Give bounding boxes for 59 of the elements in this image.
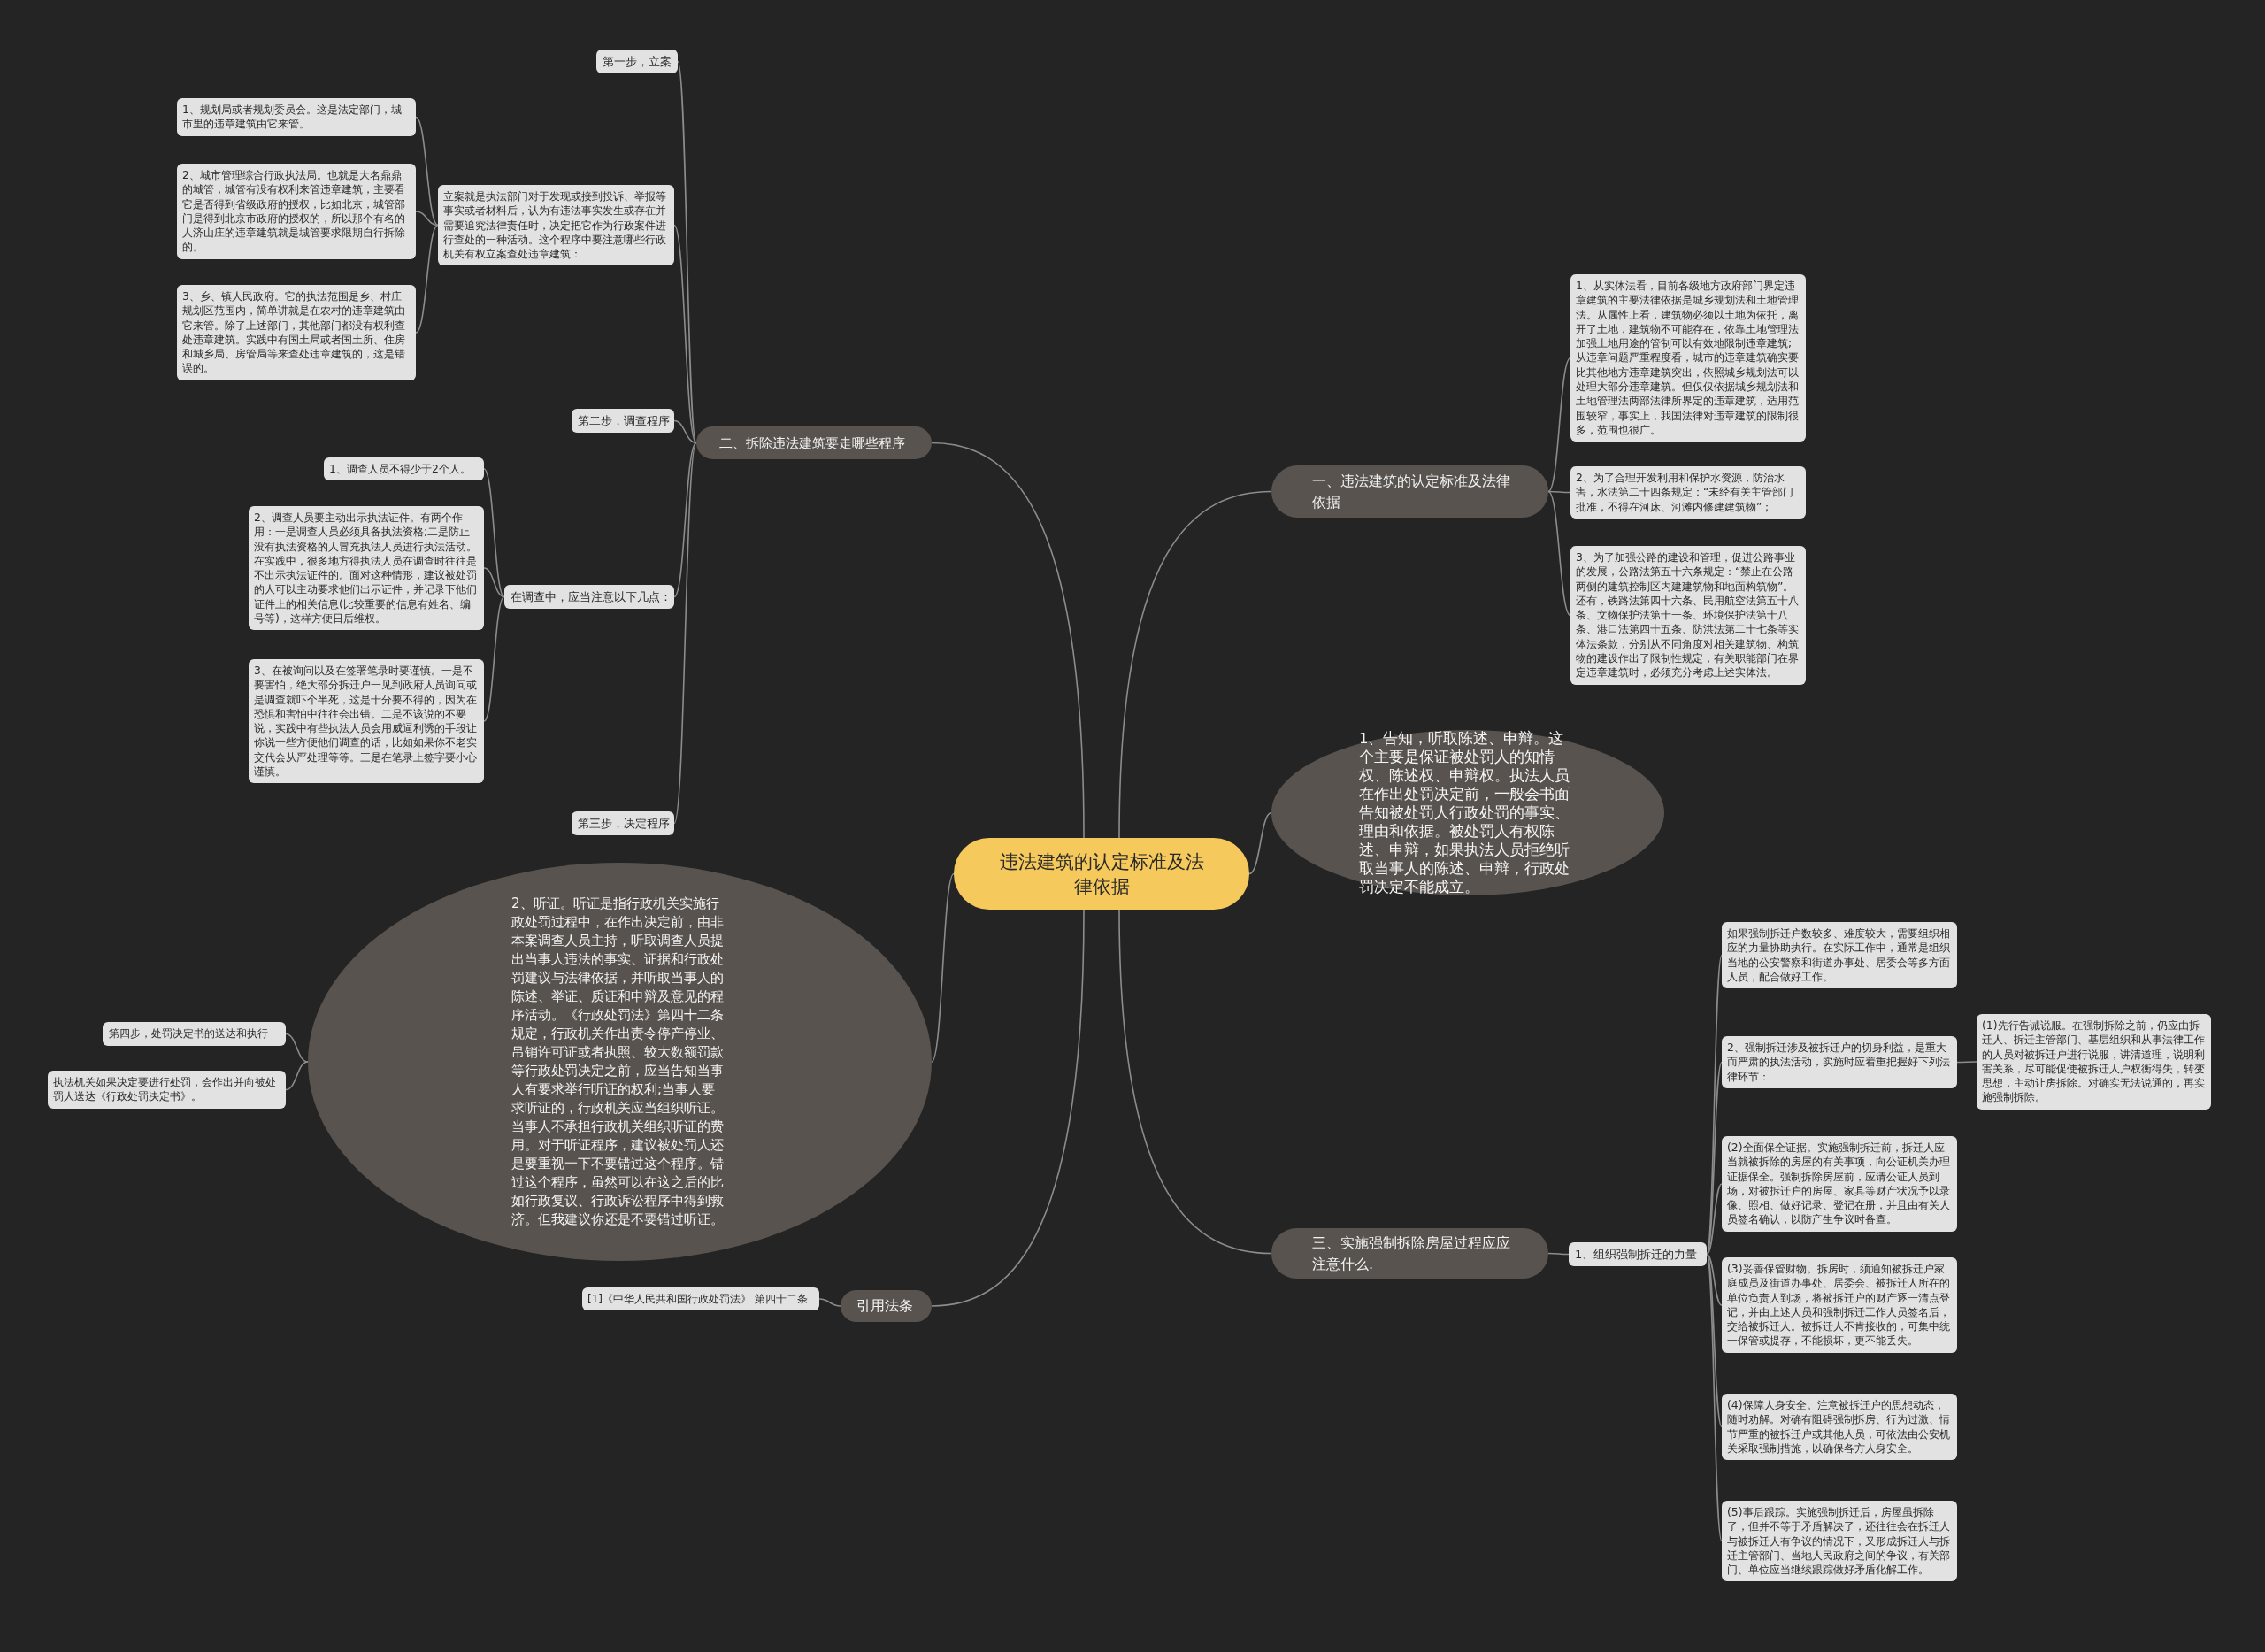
note-box: [1]《中华人民共和国行政处罚法》 第四十二条 — [582, 1287, 819, 1311]
connector-line — [1547, 490, 1571, 617]
step-label-box: 第三步，决定程序 — [572, 811, 674, 835]
note-box: 2、城市管理综合行政执法局。也就是大名鼎鼎的城管，城管有没有权利来管违章建筑，主要看它是否得到省级政府的授权，比如北京，城管部门是得到北京市政府的授权的，所以那个有名的人济山庄的违章建筑就是城管要求限期自行拆除的。 — [177, 164, 416, 259]
note-box: (4)保障人身安全。注意被拆迁户的思想动态，随时劝解。对确有阻碍强制拆房、行为过激、情节严重的被拆迁户或其他人员，可依法由公安机关采取强制措施，以确保各方人身安全。 — [1722, 1394, 1957, 1461]
connector-line — [673, 224, 697, 444]
connector-line — [483, 468, 505, 598]
note-box: 3、乡、镇人民政府。它的执法范围是乡、村庄规划区范围内，简单讲就是在农村的违章建筑由它来管。除了上述部门，其他部门都没有权利查处违章建筑。实践中有国土局或者国土所、住房和城乡局、房管局等来查处违章建筑的，这是错误的。 — [177, 285, 416, 380]
note-box: 3、为了加强公路的建设和管理，促进公路事业的发展，公路法第五十六条规定：“禁止在公路两侧的建筑控制区内建建筑物和地面构筑物”。还有，铁路法第四十六条、民用航空法第五十八条、文物保护法第十一条、环境保护法第十八条、港口法第四十五条、防洪法第二十七条等实体法条款，分别从不同角度对相关建筑物、构筑物的建设作出了限制性规定，有关职能部门在界定违章建筑时，必须充分考虑上述实体法。 — [1570, 546, 1806, 685]
branch-topic-pill: 引用法条 — [841, 1290, 932, 1322]
branch-topic-pill: 三、实施强制拆除房屋过程应应注意什么. — [1271, 1228, 1548, 1279]
connector-line — [483, 567, 505, 598]
connector-line — [1547, 490, 1571, 494]
branch-topic-pill: 一、违法建筑的认定标准及法律依据 — [1271, 465, 1548, 518]
topic-ellipse: 1、告知，听取陈述、申辩。这个主要是保证被处罚人的知情权、陈述权、申辩权。执法人员在作出处罚决定前，一般会书面告知被处罚人行政处罚的事实、理由和依据。被处罚人有权陈述、申辩，如果执法人员拒绝听取当事人的陈述、申辩，行政处罚决定不能成立。 — [1271, 730, 1664, 895]
note-box: 2、强制拆迁涉及被拆迁户的切身利益，是重大而严肃的执法活动，实施时应着重把握好下列法律环节： — [1722, 1036, 1957, 1088]
connector-line — [483, 595, 505, 722]
topic-ellipse: 2、听证。听证是指行政机关实施行政处罚过程中，在作出决定前，由非本案调查人员主持，听取调查人员提出当事人违法的事实、证据和行政处罚建议与法律依据，并听取当事人的陈述、举证、质证和申辩及意见的程序活动。《行政处罚法》第四十二条规定，行政机关作出责令停产停业、吊销许可证或者执照、较大数额罚款等行政处罚决定之前，应当告知当事人有要求举行听证的权利;当事人要求听证的，行政机关应当组织听证。当事人不承担行政机关组织听证的费用。对于听证程序，建议被处罚人还是要重视一下不要错过这个程序。错过这个程序，虽然可以在这之后的比如行政复议、行政诉讼程序中得到救济。但我建议你还是不要错过听证。 — [308, 863, 932, 1261]
note-box: 1、规划局或者规划委员会。这是法定部门，城市里的违章建筑由它来管。 — [177, 98, 416, 136]
connector-line — [931, 442, 1085, 839]
connector-line — [818, 1298, 841, 1307]
note-box: 2、调查人员要主动出示执法证件。有两个作用：一是调查人员必须具备执法资格;二是防止没有执法资格的人冒充执法人员进行执法活动。在实践中，很多地方得执法人员在调查时往往是不出示执法证件的。面对这种情形，建议被处罚的人可以主动要求他们出示证件，并记录下他们证件上的相关信息(比较重要的信息有姓名、编号等)，这样方便日后维权。 — [249, 506, 484, 631]
step-label-box: 第一步，立案 — [596, 50, 678, 73]
connector-line — [415, 211, 439, 227]
note-box: 立案就是执法部门对于发现或接到投诉、举报等事实或者材料后，认为有违法事实发生或存在并需要追究法律责任时，决定把它作为行政案件进行查处的一种活动。这个程序中要注意哪些行政机关有权立案查处违章建筑： — [438, 185, 674, 266]
connector-line — [673, 442, 697, 825]
connector-line — [1547, 357, 1571, 493]
note-box: (5)事后跟踪。实施强制拆迁后，房屋虽拆除了，但并不等于矛盾解决了，还往往会在拆迁人与被拆迁人有争议的情况下，又形成拆迁人与拆迁主管部门、当地人民政府之间的争议，有关部门、单位应当继续跟踪做好矛盾化解工作。 — [1722, 1501, 1957, 1582]
note-box: 如果强制拆迁户数较多、难度较大，需要组织相应的力量协助执行。在实际工作中，通常是组织当地的公安警察和街道办事处、居委会等多方面人员，配合做好工作。 — [1722, 922, 1957, 989]
connector-line — [415, 224, 439, 334]
note-box: 执法机关如果决定要进行处罚，会作出并向被处罚人送达《行政处罚决定书》。 — [48, 1071, 286, 1109]
connector-line — [1706, 1183, 1723, 1256]
step-label-box: 1、组织强制拆迁的力量 — [1569, 1242, 1707, 1266]
connector-line — [285, 1033, 309, 1063]
connector-line — [415, 116, 439, 227]
connector-line — [931, 872, 955, 1063]
connector-line — [1547, 1252, 1570, 1256]
connector-line — [673, 442, 697, 598]
note-box: 1、从实体法看，目前各级地方政府部门界定违章建筑的主要法律依据是城乡规划法和土地管理法。从属性上看，建筑物必须以土地为依托，离开了土地，建筑物不可能存在，依靠土地管理法加强土地用途的管制可以有效地限制违章建筑;从违章问题严重程度看，城市的违章建筑确实要比其他地方违章建筑突出，依照城乡规划法可以处理大部分违章建筑。但仅仅依据城乡规划法和土地管理法两部法律所界定的违章建筑，适用范围较窄，事实上，我国法律对违章建筑的限制很多，范围也很广。 — [1570, 274, 1806, 442]
connector-line — [1706, 1253, 1723, 1306]
connector-line — [1118, 909, 1272, 1255]
step-label-box: 第二步，调查程序 — [572, 409, 674, 433]
step-label-box: 第四步，处罚决定书的送达和执行 — [103, 1022, 286, 1046]
connector-line — [673, 419, 697, 444]
connector-line — [931, 909, 1085, 1307]
connector-line — [1706, 1253, 1723, 1428]
note-box: 1、调查人员不得少于2个人。 — [324, 457, 484, 481]
connector-line — [1118, 490, 1272, 839]
central-topic-pill: 违法建筑的认定标准及法律依据 — [954, 838, 1249, 910]
note-box: (2)全面保全证据。实施强制拆迁前，拆迁人应当就被拆除的房屋的有关事项，向公证机关办理证据保全。强制拆除房屋前，应请公证人员到场，对被拆迁户的房屋、家具等财产状况予以录像、照相、做好记录、登记在册，并且由有关人员签名确认，以防产生争议时备查。 — [1722, 1136, 1957, 1232]
note-box: (1)先行告诫说服。在强制拆除之前，仍应由拆迁人、拆迁主管部门、基层组织和从事法律工作的人员对被拆迁户进行说服，讲清道理，说明利害关系，尽可能促使被拆迁人户权衡得失，转变思想，主动让房拆除。对确实无法说通的，再实施强制拆除。 — [1977, 1014, 2211, 1110]
branch-topic-pill: 二、拆除违法建筑要走哪些程序 — [696, 426, 932, 459]
connector-line — [1956, 1061, 1977, 1064]
step-label-box: 在调查中，应当注意以下几点： — [504, 585, 674, 609]
connector-line — [285, 1061, 309, 1091]
note-box: 2、为了合理开发利用和保护水资源，防治水害，水法第二十四条规定：“未经有关主管部门批准，不得在河床、河滩内修建建筑物”； — [1570, 466, 1806, 519]
note-box: (3)妥善保管财物。拆房时，须通知被拆迁户家庭成员及街道办事处、居委会、被拆迁人所在的单位负责人到场，将被拆迁户的财产逐一清点登记，并由上述人员和强制拆迁工作人员签名后，交给被拆迁人。被拆迁人不肯接收的，可集中统一保管或提存，不能损坏，更不能丢失。 — [1722, 1257, 1957, 1353]
connector-line — [1248, 811, 1272, 875]
note-box: 3、在被询问以及在签署笔录时要谨慎。一是不要害怕，绝大部分拆迁户一见到政府人员询问或是调查就吓个半死，这是十分要不得的，因为在恐惧和害怕中往往会出错。二是不该说的不要说，实践中有些执法人员会用威逼利诱的手段让你说一些方便他们调查的话，比如如果你不老实交代会从严处理等等。三是在笔录上签字要小心谨慎。 — [249, 659, 484, 784]
